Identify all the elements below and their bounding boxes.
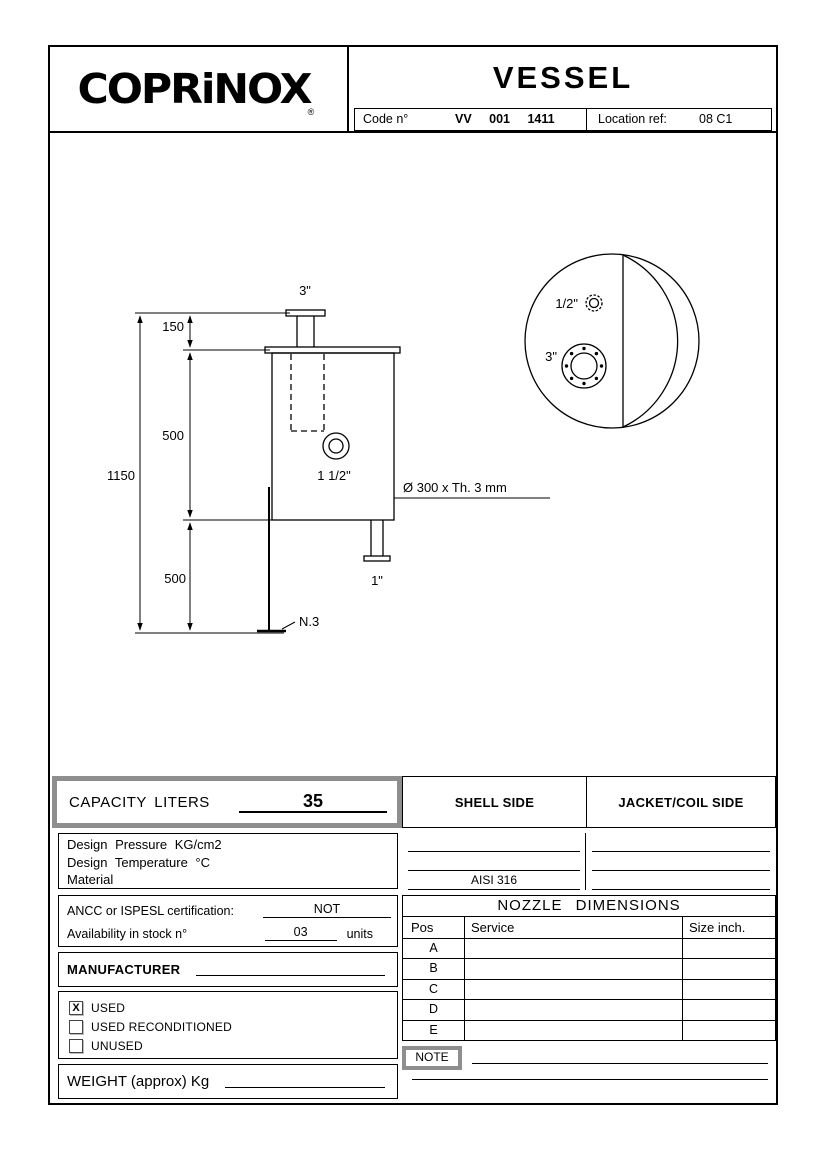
top-view-three-inch-label: 3": [545, 349, 557, 364]
weight-box: WEIGHT (approx) Kg: [58, 1064, 398, 1099]
nozzle-pos-b: B: [403, 959, 465, 979]
nozzle-row-e: E: [403, 1020, 775, 1041]
nozzle-pos-d: D: [403, 1000, 465, 1020]
location-value: 08 C1: [699, 112, 733, 126]
sheet-frame: [48, 45, 778, 1105]
header-divider: [48, 131, 778, 133]
manufacturer-box: MANUFACTURER: [58, 952, 398, 987]
material-label: Material: [67, 872, 114, 887]
code-strip: Code n° VV 001 1411 Location ref: 08 C1: [354, 108, 772, 131]
nozzle-size-e: [683, 1021, 775, 1041]
jacket-temperature-cell: [592, 852, 770, 871]
nozzle-service-c: [465, 979, 683, 1000]
nozzle-size-c: [683, 980, 775, 999]
condition-row-unused: UNUSED: [69, 1038, 397, 1054]
dim-overall-label: 1150: [107, 468, 135, 483]
registered-mark: ®: [307, 107, 315, 117]
note-line-1: [472, 1063, 768, 1064]
nozzle-col-pos: Pos: [403, 917, 465, 938]
dim-middle-label: 500: [162, 428, 184, 443]
condition-reconditioned-label: USED RECONDITIONED: [91, 1020, 232, 1034]
shell-side-header: SHELL SIDE: [403, 777, 587, 827]
nozzle-row-a: A: [403, 939, 775, 960]
code-strip-divider: [586, 109, 587, 130]
top-view-half-inch-label: 1/2": [555, 296, 578, 311]
capacity-box: CAPACITY LITERS 35: [52, 776, 402, 828]
stock-value: 03: [264, 925, 337, 941]
code-value: VV 001 1411: [455, 112, 555, 126]
nozzle-col-service: Service: [465, 917, 683, 938]
dim-top-label: 150: [162, 319, 184, 334]
jacket-pressure-cell: [592, 833, 770, 852]
shell-dimension-label: Ø 300 x Th. 3 mm: [403, 480, 507, 495]
note-line-2: [412, 1079, 768, 1080]
nozzle-dimensions-table: NOZZLE DIMENSIONS Pos Service Size inch.…: [402, 895, 776, 1041]
nozzle-row-c: C: [403, 979, 775, 1001]
document-title-cell: VESSEL: [348, 48, 778, 108]
top-nozzle-label: 3": [299, 283, 311, 298]
nozzle-pos-e: E: [403, 1020, 465, 1041]
nozzle-service-b: [465, 959, 683, 979]
nozzle-size-d: [683, 1000, 775, 1019]
side-nozzle-label: 1 1/2": [317, 468, 351, 483]
nozzle-service-e: [465, 1020, 683, 1041]
checkbox-used-reconditioned[interactable]: [69, 1020, 83, 1034]
side-columns-divider: [585, 833, 586, 890]
capacity-label: CAPACITY LITERS: [69, 793, 210, 811]
note-label: NOTE: [415, 1050, 449, 1064]
nozzle-pos-a: A: [403, 939, 465, 959]
capacity-value: 35: [239, 791, 387, 813]
jacket-material-cell: [592, 871, 770, 890]
weight-blank-line: [225, 1087, 385, 1088]
side-header-row: SHELL SIDE JACKET/COIL SIDE: [402, 776, 776, 828]
nozzle-service-a: [465, 939, 683, 959]
manufacturer-label: MANUFACTURER: [67, 962, 181, 977]
stock-label: Availability in stock n°: [67, 927, 188, 941]
manufacturer-blank-line: [196, 975, 385, 976]
nozzle-col-size: Size inch.: [689, 920, 746, 935]
certification-box: ANCC or ISPESL certification: NOT Availa…: [58, 895, 398, 947]
nozzle-size-b: [683, 959, 775, 978]
condition-used-label: USED: [91, 1001, 126, 1015]
nozzle-row-b: B: [403, 959, 775, 980]
checkbox-used[interactable]: X: [69, 1001, 83, 1015]
shell-temperature-cell: [408, 852, 580, 871]
note-box: NOTE: [402, 1046, 462, 1070]
dim-bottom-label: 500: [164, 571, 186, 586]
certification-value: NOT: [263, 902, 391, 918]
certification-label: ANCC or ISPESL certification:: [67, 904, 234, 918]
nozzle-table-title: NOZZLE DIMENSIONS: [403, 896, 775, 917]
condition-row-used: X USED: [69, 1000, 397, 1016]
nozzle-size-a: [683, 939, 775, 958]
location-label: Location ref:: [598, 112, 667, 126]
checkbox-unused[interactable]: [69, 1039, 83, 1053]
design-temperature-label: Design Temperature °C: [67, 854, 211, 870]
vessel-technical-drawing: 1150 150 500 500 3" 1 1/2" Ø 300 x Th. 3…: [107, 253, 700, 634]
document-title: VESSEL: [492, 60, 634, 95]
nozzle-row-d: D: [403, 1000, 775, 1021]
condition-unused-label: UNUSED: [91, 1039, 143, 1053]
design-pressure-label: Design Pressure KG/cm2: [67, 837, 222, 852]
company-logo-text: COPRiNOX: [77, 65, 312, 113]
shell-pressure-cell: [408, 833, 580, 852]
nozzle-pos-c: C: [403, 979, 465, 1000]
shell-material-cell: AISI 316: [408, 871, 580, 890]
design-data-box: Design Pressure KG/cm2 Design Temperatur…: [58, 833, 398, 889]
code-label: Code n°: [363, 112, 409, 126]
nozzle-service-d: [465, 1000, 683, 1020]
jacket-coil-header: JACKET/COIL SIDE: [618, 794, 744, 810]
bottom-nozzle-label: 1": [371, 573, 383, 588]
nozzle-table-header: Pos Service Size inch.: [403, 917, 775, 939]
condition-box: X USED USED RECONDITIONED UNUSED: [58, 991, 398, 1059]
stock-units-label: units: [346, 927, 373, 941]
legs-label: N.3: [299, 614, 319, 629]
condition-row-reconditioned: USED RECONDITIONED: [69, 1019, 397, 1035]
checkbox-used-mark: X: [72, 1002, 80, 1014]
logo-divider: [347, 45, 349, 133]
company-logo: COPRiNOX ®: [48, 45, 348, 133]
weight-label: WEIGHT (approx) Kg: [67, 1073, 210, 1090]
